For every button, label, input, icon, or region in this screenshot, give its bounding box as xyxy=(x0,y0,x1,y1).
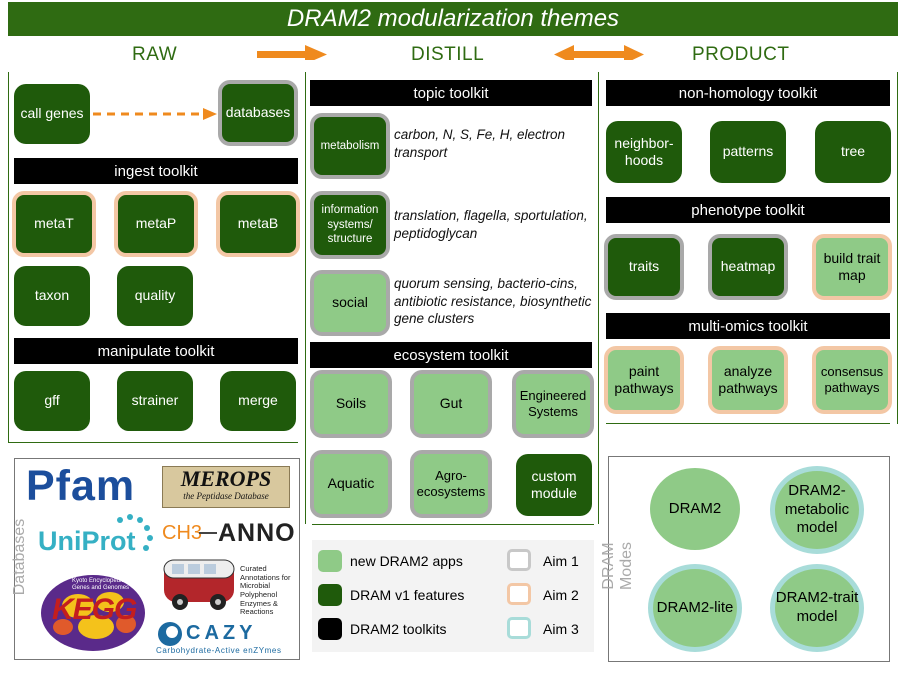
kegg-logo: KEGG xyxy=(52,593,137,626)
soils-box: Soils xyxy=(310,370,392,438)
strainer-box: strainer xyxy=(117,371,193,431)
merops-logo: MEROPS the Peptidase Database xyxy=(162,466,290,508)
metabolism-description: carbon, N, S, Fe, H, electron transport xyxy=(394,127,566,160)
metap-box: metaP xyxy=(114,191,198,257)
ecosystem-toolkit-bar: ecosystem toolkit xyxy=(310,342,592,368)
raw-left-border xyxy=(8,72,9,442)
multi-omics-toolkit-bar: multi-omics toolkit xyxy=(606,313,890,339)
engineered-systems-box: Engineered Systems xyxy=(512,370,594,438)
merge-box: merge xyxy=(220,371,296,431)
legend-label-new-apps: new DRAM2 apps xyxy=(350,553,463,569)
distill-right-border xyxy=(598,72,599,524)
mode-dram2: DRAM2 xyxy=(650,468,740,550)
column-header-distill: DISTILL xyxy=(411,44,485,65)
uniprot-dots-icon xyxy=(117,514,153,551)
information-systems-description: translation, flagella, sportulation, pep… xyxy=(394,208,588,241)
agro-ecosystems-box: Agro-ecosystems xyxy=(410,450,492,518)
legend-swatch-aim3 xyxy=(507,617,531,639)
mode-dram2-metabolic-model: DRAM2-metabolic model xyxy=(770,466,864,554)
gut-box: Gut xyxy=(410,370,492,438)
metab-box: metaB xyxy=(216,191,300,257)
column-header-raw: RAW xyxy=(132,44,178,65)
topic-toolkit-bar: topic toolkit xyxy=(310,80,592,106)
mode-dram2-lite: DRAM2-lite xyxy=(648,564,742,652)
analyze-pathways-box: analyze pathways xyxy=(708,346,788,414)
manipulate-toolkit-bar: manipulate toolkit xyxy=(14,338,298,364)
uniprot-logo: UniProt xyxy=(38,526,136,556)
dram-modes-panel-label: DRAM Modes xyxy=(600,541,635,591)
legend-swatch-v1 xyxy=(318,584,342,606)
right-arrow-icon xyxy=(257,45,327,60)
legend-swatch-aim2 xyxy=(507,583,531,605)
legend-label-toolkits: DRAM2 toolkits xyxy=(350,621,447,637)
cazy-logo-subtitle: Carbohydrate-Active enZYmes xyxy=(156,646,282,655)
legend-label-aim3: Aim 3 xyxy=(543,621,579,637)
legend-label-aim1: Aim 1 xyxy=(543,553,579,569)
ingest-toolkit-bar: ingest toolkit xyxy=(14,158,298,184)
distill-left-border xyxy=(305,72,306,524)
traits-box: traits xyxy=(604,234,684,300)
page-title: DRAM2 modularization themes xyxy=(8,2,898,36)
heatmap-box: heatmap xyxy=(708,234,788,300)
social-box: social xyxy=(310,270,390,336)
build-trait-map-box: build trait map xyxy=(812,234,892,300)
pfam-logo: Pfam xyxy=(26,462,136,510)
dashed-arrow-icon xyxy=(93,108,217,120)
legend-panel xyxy=(312,540,594,652)
information-systems-box: information systems/ structure xyxy=(310,191,390,259)
kegg-logo-subtitle: Kyoto Encyclopedia of Genes and Genomes xyxy=(72,578,132,591)
cazy-swirl-icon xyxy=(158,622,182,646)
social-description: quorum sensing, bacterio-cins, antibioti… xyxy=(394,276,592,327)
anno-bond-line xyxy=(199,532,217,534)
legend-swatch-aim1 xyxy=(507,549,531,571)
gff-box: gff xyxy=(14,371,90,431)
metat-box: metaT xyxy=(12,191,96,257)
quality-box: quality xyxy=(117,266,193,326)
product-right-border xyxy=(897,72,898,424)
legend-label-v1: DRAM v1 features xyxy=(350,587,465,603)
patterns-box: patterns xyxy=(710,121,786,183)
neighborhoods-box: neighbor-hoods xyxy=(606,121,682,183)
column-header-product: PRODUCT xyxy=(692,44,790,65)
distill-bottom-border xyxy=(312,524,594,525)
merops-logo-subtitle: the Peptidase Database xyxy=(183,491,269,501)
databases-box: databases xyxy=(218,80,298,146)
legend-label-aim2: Aim 2 xyxy=(543,587,579,603)
legend-swatch-new-apps xyxy=(318,550,342,572)
anno-ch3-logo: CH3 xyxy=(162,522,203,544)
call-genes-box: call genes xyxy=(14,84,90,144)
product-bottom-border xyxy=(606,423,890,424)
mode-dram2-trait-model: DRAM2-trait model xyxy=(770,564,864,652)
raw-bottom-border xyxy=(8,442,298,443)
merops-logo-title: MEROPS xyxy=(180,466,272,491)
phenotype-toolkit-bar: phenotype toolkit xyxy=(606,197,890,223)
paint-pathways-box: paint pathways xyxy=(604,346,684,414)
custom-module-box: custom module xyxy=(516,454,592,516)
non-homology-toolkit-bar: non-homology toolkit xyxy=(606,80,890,106)
metabolism-box: metabolism xyxy=(310,113,390,179)
anno-logo: ANNO xyxy=(218,519,296,547)
cazy-logo: CAZY xyxy=(186,622,257,644)
double-arrow-icon xyxy=(554,45,644,60)
aquatic-box: Aquatic xyxy=(310,450,392,518)
tree-box: tree xyxy=(815,121,891,183)
camper-logo-text: Curated Annotations for Microbial Polyph… xyxy=(240,564,291,617)
kegg-logo-icon xyxy=(41,575,145,651)
databases-panel-label: Databases xyxy=(11,518,28,596)
van-icon xyxy=(163,559,235,610)
legend-swatch-toolkits xyxy=(318,618,342,640)
consensus-pathways-box: consensus pathways xyxy=(812,346,892,414)
taxon-box: taxon xyxy=(14,266,90,326)
